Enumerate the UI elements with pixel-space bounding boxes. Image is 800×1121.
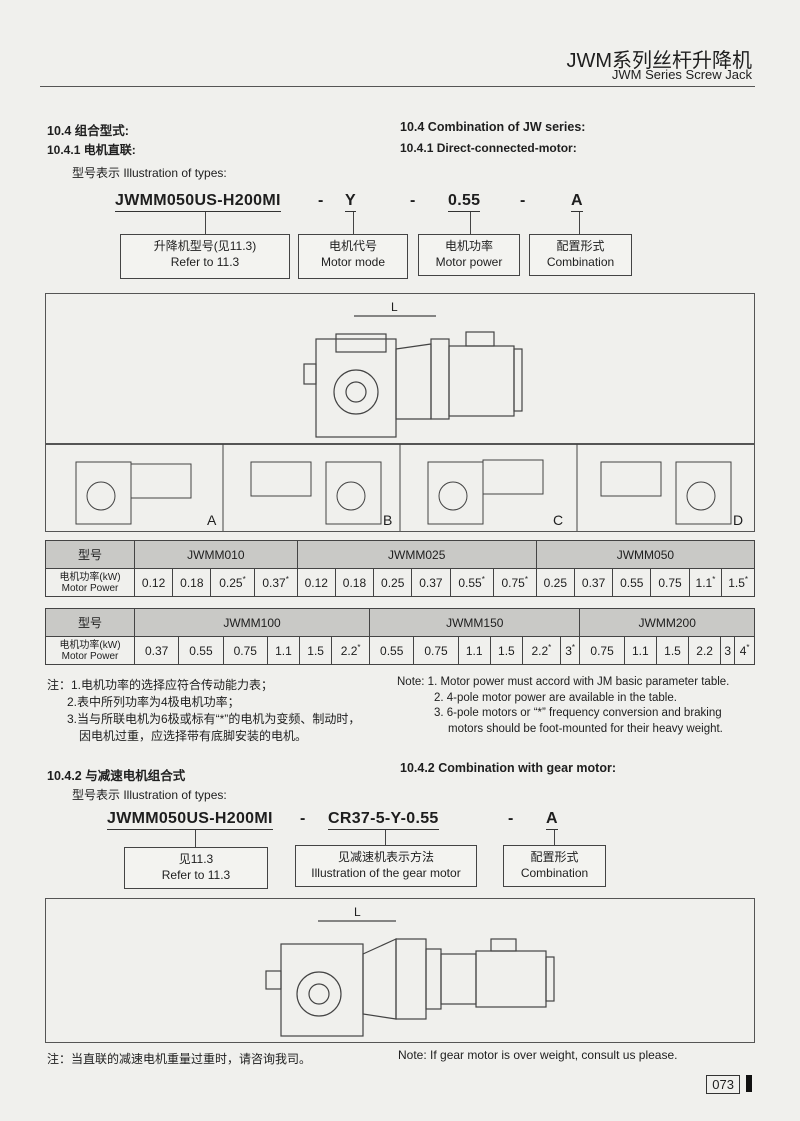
configuration-views: A B C D: [45, 443, 755, 532]
row-label: 电机功率(kW)Motor Power: [45, 636, 135, 665]
subsection1-en: 10.4.1 Direct-connected-motor:: [400, 141, 577, 155]
notes-cn: 注：1.电机功率的选择应符合传动能力表；2.表中所列功率为4极电机功率；3.当与…: [47, 678, 361, 743]
power-cell: 0.75*: [492, 568, 537, 597]
power-cell: 0.55: [612, 568, 652, 597]
illustration-label-2: 型号表示 Illustration of types:: [72, 788, 227, 802]
power-cell: 0.55: [369, 636, 415, 665]
power-cell: 1.5: [489, 636, 523, 665]
illustration-label: 型号表示 Illustration of types:: [72, 166, 227, 180]
type-code: JWMM050US-H200MI: [115, 192, 281, 212]
power-code: 0.55: [448, 192, 481, 212]
power-cell: 1.5*: [721, 568, 755, 597]
model-header: JWMM050: [535, 540, 756, 569]
power-cell: 0.18: [334, 568, 375, 597]
dimension-label: L: [391, 300, 398, 314]
power-cell: 1.1*: [688, 568, 723, 597]
power-cell: 0.12: [133, 568, 174, 597]
power-cell: 3*: [559, 636, 581, 665]
footer-note-en: Note: If gear motor is over weight, cons…: [398, 1048, 678, 1062]
power-cell: 0.12: [296, 568, 336, 597]
power-cell: 0.25*: [210, 568, 255, 597]
notes-en: Note: 1. Motor power must accord with JM…: [397, 676, 730, 735]
gear-motor-drawing: [265, 920, 555, 1037]
model-header: JWMM150: [369, 608, 581, 637]
configuration-drawings: [75, 444, 732, 531]
drawing-main: L: [45, 293, 755, 445]
header-cell: 型号: [45, 608, 135, 637]
motor-code: Y: [345, 192, 356, 212]
drawing-gear-motor: L: [45, 898, 755, 1043]
section-title-cn: 10.4 组合型式:: [47, 124, 129, 138]
dash: -: [520, 192, 526, 209]
view-label-a: A: [207, 512, 217, 528]
power-cell: 2.2*: [331, 636, 371, 665]
dimension-label-2: L: [354, 905, 361, 919]
power-cell: 4*: [734, 636, 755, 665]
model-header: JWMM100: [133, 608, 371, 637]
subsection1-cn: 10.4.1 电机直联:: [47, 143, 136, 157]
power-cell: 2.2*: [521, 636, 561, 665]
view-label-c: C: [553, 512, 564, 528]
power-cell: 0.37: [133, 636, 180, 665]
power-cell: 1.1: [266, 636, 301, 665]
model-header: JWMM200: [579, 608, 755, 637]
header-title-cn: JWM系列丝杆升降机: [566, 50, 752, 72]
subsection2-en: 10.4.2 Combination with gear motor:: [400, 761, 616, 775]
motor-drawing: [303, 315, 523, 438]
power-cell: 1.5: [655, 636, 690, 665]
power-cell: 1.1: [457, 636, 491, 665]
power-cell: 1.1: [623, 636, 657, 665]
gear-motor-code: CR37-5-Y-0.55: [328, 810, 439, 830]
type-box: 升降机型号(见11.3)Refer to 11.3: [120, 234, 290, 279]
power-cell: 0.18: [172, 568, 212, 597]
power-cell: 0.37*: [253, 568, 298, 597]
power-cell: 0.55: [178, 636, 224, 665]
row-label: 电机功率(kW)Motor Power: [45, 568, 135, 597]
view-label-b: B: [383, 512, 393, 528]
header-title-en: JWM Series Screw Jack: [611, 67, 752, 82]
page-marker: [746, 1075, 752, 1092]
power-cell: 0.55*: [449, 568, 494, 597]
section-title-en: 10.4 Combination of JW series:: [400, 120, 586, 134]
combination-code: A: [571, 192, 583, 212]
page-number: 073: [706, 1075, 740, 1094]
power-cell: 0.25: [535, 568, 575, 597]
power-cell: 0.37: [573, 568, 614, 597]
dash: -: [508, 810, 514, 827]
dash: -: [318, 192, 324, 209]
header-cell: 型号: [45, 540, 135, 569]
power-cell: 0.75: [650, 568, 690, 597]
power-cell: 0.75: [413, 636, 459, 665]
header-divider: [40, 86, 755, 87]
view-label-d: D: [733, 512, 744, 528]
power-cell: 2.2: [688, 636, 722, 665]
power-cell: 3: [720, 636, 736, 665]
power-cell: 0.75: [222, 636, 268, 665]
footer-note-cn: 注：当直联的减速电机重量过重时，请咨询我司。: [47, 1052, 312, 1066]
type-code-2: JWMM050US-H200MI: [107, 810, 273, 830]
combination-code-2: A: [546, 810, 558, 830]
model-header: JWMM010: [134, 540, 298, 569]
model-header: JWMM025: [296, 540, 537, 569]
power-cell: 0.75: [579, 636, 625, 665]
dash: -: [410, 192, 416, 209]
subsection2-cn: 10.4.2 与减速电机组合式: [47, 769, 186, 783]
dash: -: [300, 810, 306, 827]
power-cell: 1.5: [299, 636, 333, 665]
power-cell: 0.25: [373, 568, 413, 597]
power-cell: 0.37: [411, 568, 451, 597]
